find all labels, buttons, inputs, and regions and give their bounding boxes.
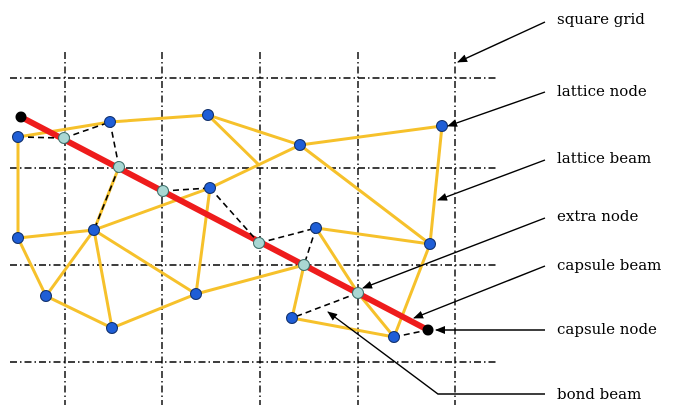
label-capsule-beam: capsule beam	[557, 256, 661, 274]
label-bond-beam: bond beam	[557, 385, 641, 403]
callout-arrows	[327, 21, 546, 395]
label-extra-node: extra node	[557, 207, 639, 225]
lattice-beams	[16, 113, 444, 339]
extra-nodes	[58, 132, 364, 299]
capsule-nodes	[15, 111, 434, 336]
label-square-grid: square grid	[557, 10, 645, 28]
capsule-beam	[18, 114, 431, 333]
label-lattice-beam: lattice beam	[557, 149, 651, 167]
label-capsule-node: capsule node	[557, 320, 657, 338]
square-grid	[10, 52, 498, 405]
lattice-nodes	[12, 109, 448, 343]
label-lattice-node: lattice node	[557, 82, 647, 100]
